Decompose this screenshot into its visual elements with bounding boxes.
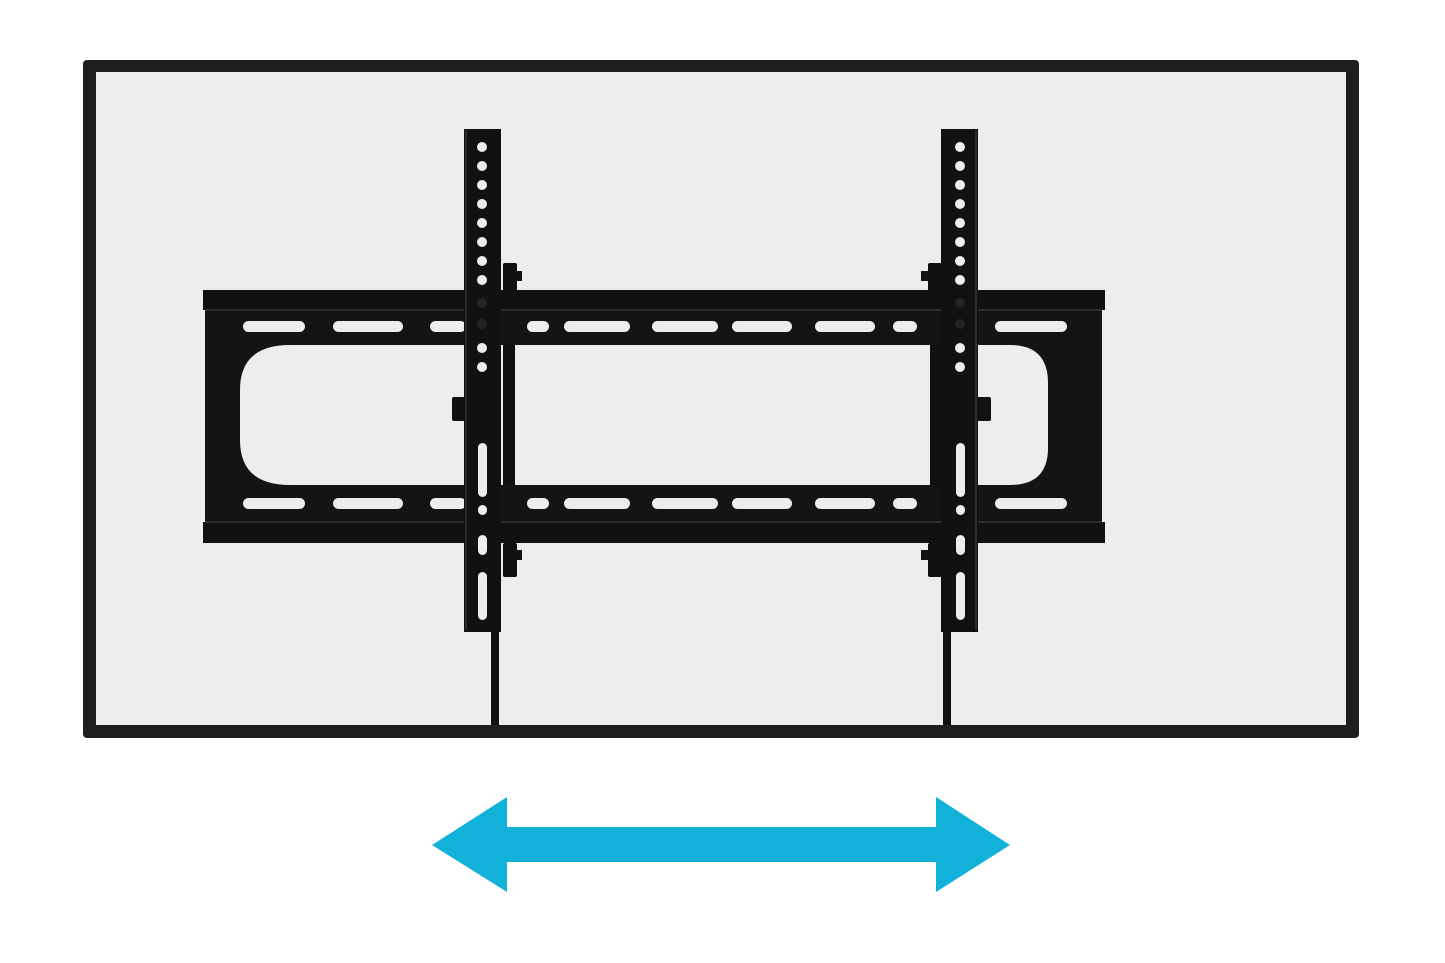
vertical-slot xyxy=(956,443,965,497)
left-bracket-knob xyxy=(452,397,466,421)
vertical-slot xyxy=(478,443,487,497)
slot xyxy=(815,498,875,509)
hole xyxy=(477,237,487,247)
slot xyxy=(815,321,875,332)
slot xyxy=(564,498,630,509)
hole xyxy=(955,319,965,329)
hole xyxy=(477,199,487,209)
slot xyxy=(893,321,917,332)
left-bracket-inner-rail xyxy=(503,345,515,485)
left-bracket-bottom-clip xyxy=(514,550,522,560)
vertical-slot xyxy=(478,572,487,620)
left-bracket-bottom-tab xyxy=(503,543,517,577)
hole xyxy=(477,180,487,190)
hole xyxy=(477,218,487,228)
vertical-slot xyxy=(478,505,487,515)
hole xyxy=(477,142,487,152)
right-bracket-slots xyxy=(956,443,965,620)
slot xyxy=(527,498,549,509)
slot xyxy=(995,321,1067,332)
slot xyxy=(430,498,466,509)
hole xyxy=(477,161,487,171)
vertical-slot xyxy=(956,505,965,515)
slot xyxy=(430,321,466,332)
right-bracket-bottom-clip xyxy=(921,550,929,560)
wall-plate-bottom-lip xyxy=(203,522,1105,543)
bottom-slot-row xyxy=(243,498,1067,509)
slot xyxy=(652,498,718,509)
hole xyxy=(955,142,965,152)
slot xyxy=(527,321,549,332)
slot xyxy=(564,321,630,332)
right-bracket-tail xyxy=(943,630,951,725)
wall-plate xyxy=(203,290,1105,543)
left-bracket xyxy=(452,129,522,725)
hole xyxy=(955,199,965,209)
vertical-slot xyxy=(956,572,965,620)
vertical-slot xyxy=(478,535,487,555)
slot xyxy=(243,321,305,332)
right-bracket xyxy=(921,129,991,725)
hole xyxy=(477,319,487,329)
slot xyxy=(995,498,1067,509)
left-bracket-slots xyxy=(478,443,487,620)
top-slot-row xyxy=(243,321,1067,332)
hole xyxy=(477,298,487,308)
slot xyxy=(893,498,917,509)
right-bracket-holes xyxy=(955,142,965,372)
hole xyxy=(955,180,965,190)
slot xyxy=(732,321,792,332)
right-bracket-top-clip xyxy=(921,271,929,281)
hole xyxy=(955,161,965,171)
vertical-slot xyxy=(956,535,965,555)
left-bracket-tail xyxy=(491,630,499,725)
slot xyxy=(333,498,403,509)
right-bracket-knob xyxy=(977,397,991,421)
slot xyxy=(243,498,305,509)
double-arrow-horizontal-icon xyxy=(432,797,1010,892)
hole xyxy=(955,298,965,308)
wall-plate-opening xyxy=(240,345,1048,485)
left-bracket-covered-holes xyxy=(477,298,487,329)
tilt-wall-mount-icon xyxy=(203,129,1105,725)
right-bracket-bottom-tab xyxy=(928,543,942,577)
hole xyxy=(955,237,965,247)
hole xyxy=(477,343,487,353)
slot xyxy=(732,498,792,509)
left-bracket-top-clip xyxy=(514,271,522,281)
right-bracket-top-tab xyxy=(928,263,942,293)
right-bracket-covered-holes xyxy=(955,298,965,329)
slot xyxy=(333,321,403,332)
hole xyxy=(955,218,965,228)
hole xyxy=(477,275,487,285)
right-bracket-inner-rail xyxy=(930,345,942,485)
left-bracket-holes xyxy=(477,142,487,372)
left-bracket-top-tab xyxy=(503,263,517,293)
hole xyxy=(955,275,965,285)
hole xyxy=(955,362,965,372)
hole xyxy=(477,256,487,266)
wall-plate-top-lip xyxy=(203,290,1105,310)
hole xyxy=(955,256,965,266)
slot xyxy=(652,321,718,332)
hole xyxy=(955,343,965,353)
hole xyxy=(477,362,487,372)
